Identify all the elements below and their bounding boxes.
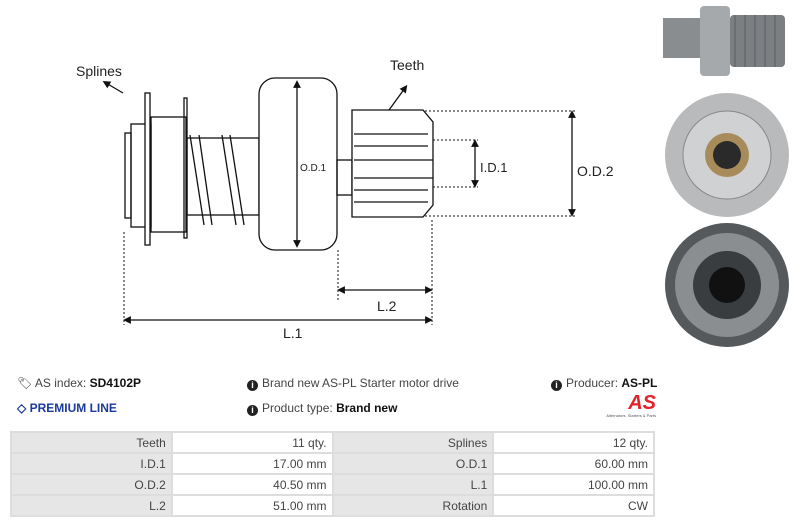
l1-label: L.1 xyxy=(283,325,303,341)
spec-value: 11 qty. xyxy=(170,431,334,454)
product-photos xyxy=(663,6,789,347)
spec-value: 12 qty. xyxy=(492,431,655,454)
starter-drive-diagram: Splines Teeth O.D.1 I.D.1 O.D.2 L.2 L.1 xyxy=(76,57,614,341)
spec-label: L.1 xyxy=(331,473,495,496)
spec-label: Teeth xyxy=(10,431,173,454)
teeth-label: Teeth xyxy=(390,57,424,73)
spec-label: Rotation xyxy=(331,494,495,517)
photo-rear-view xyxy=(665,223,789,347)
od2-label: O.D.2 xyxy=(577,163,614,179)
spec-value: 51.00 mm xyxy=(170,494,334,517)
l2-label: L.2 xyxy=(377,298,397,314)
od1-label: O.D.1 xyxy=(300,163,327,174)
diamond-icon: ◇ xyxy=(17,401,27,415)
spec-value: 100.00 mm xyxy=(492,473,655,496)
as-index: 🏷 AS index: SD4102P xyxy=(17,376,141,390)
spec-label: L.2 xyxy=(10,494,173,517)
photo-side-view xyxy=(663,6,785,76)
splines-label: Splines xyxy=(76,63,122,79)
spec-value: 40.50 mm xyxy=(170,473,334,496)
tag-icon: 🏷 xyxy=(17,376,33,390)
spec-label: I.D.1 xyxy=(10,452,173,475)
info-icon: i xyxy=(247,380,258,391)
spec-label: Splines xyxy=(331,431,495,454)
id1-label: I.D.1 xyxy=(480,160,507,175)
as-pl-logo: AS Alternators, Starters & Parts xyxy=(606,392,656,418)
premium-line-badge: ◇ PREMIUM LINE xyxy=(17,401,117,415)
info-icon: i xyxy=(247,405,258,416)
spec-label: O.D.2 xyxy=(10,473,173,496)
spec-value: CW xyxy=(492,494,655,517)
spec-value: 17.00 mm xyxy=(170,452,334,475)
info-icon: i xyxy=(551,380,562,391)
spec-label: O.D.1 xyxy=(331,452,495,475)
photo-front-view xyxy=(665,93,789,217)
spec-value: 60.00 mm xyxy=(492,452,655,475)
